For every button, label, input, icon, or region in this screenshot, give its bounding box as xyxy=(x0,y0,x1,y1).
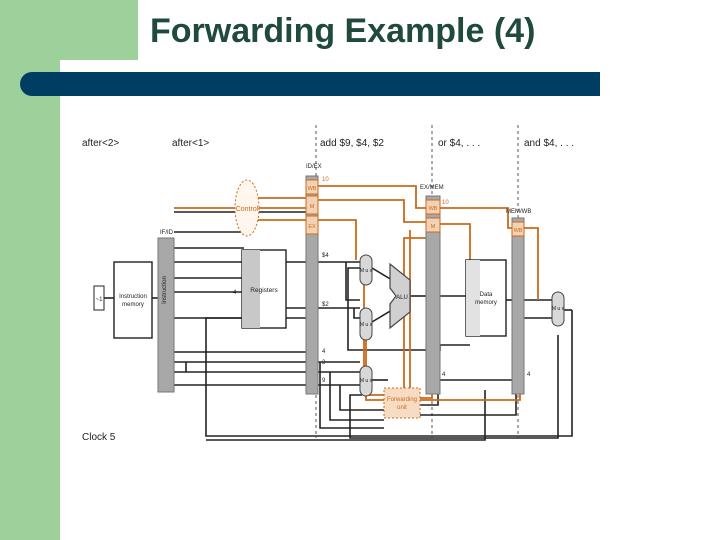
register-file-read-half xyxy=(242,250,260,328)
stage-label-if: after<2> xyxy=(82,138,119,149)
id-ex-wb-label: WB xyxy=(308,186,317,192)
instruction-memory-label-2: memory xyxy=(122,302,144,308)
mux-reg-dst-label: M u x xyxy=(360,378,373,384)
instruction-memory xyxy=(113,261,153,339)
title-divider-bar xyxy=(20,72,600,96)
ex-mem-m-field xyxy=(425,217,441,233)
mux-forward-b xyxy=(359,307,373,341)
ex-mem-wb-label: WB xyxy=(429,206,438,212)
id-ex-control-value: 10 xyxy=(322,177,329,183)
if-id-register-label: IF/ID xyxy=(160,230,174,236)
rs-data-label: $4 xyxy=(322,253,329,259)
mux-forward-a-label: M u x xyxy=(360,268,373,274)
mux-forward-a xyxy=(359,254,373,286)
id-ex-register-label: ID/EX xyxy=(306,164,322,170)
slide-title: Forwarding Example (4) xyxy=(150,12,536,50)
instruction-memory-label-1: Instruction xyxy=(119,294,147,300)
register-file-label: Registers xyxy=(250,287,278,294)
stage-label-ex: add $9, $4, $2 xyxy=(320,138,384,149)
data-memory-label-2: memory xyxy=(475,300,497,306)
ex-mem-dest-label: 4 xyxy=(442,372,446,378)
data-memory-label-1: Data xyxy=(480,292,493,298)
forwarding-unit-label-2: unit xyxy=(397,405,407,411)
mux-write-back-label: M u x xyxy=(552,306,565,312)
mux-write-back xyxy=(551,291,565,327)
data-memory-shade xyxy=(466,260,480,336)
ex-mem-register xyxy=(425,195,441,395)
mem-wb-wb-label: WB xyxy=(514,228,523,234)
stage-label-id: after<1> xyxy=(172,138,209,149)
mux-reg-dst xyxy=(359,365,373,397)
id-ex-m-label: M xyxy=(310,204,315,210)
mem-wb-wb-field xyxy=(511,221,525,237)
ex-mem-m-label: M xyxy=(431,224,436,230)
rs-number-label: 4 xyxy=(322,349,326,355)
id-ex-ex-label: EX xyxy=(308,224,316,230)
title-corner-block xyxy=(60,0,138,60)
alu xyxy=(389,262,411,330)
control-unit xyxy=(234,179,260,237)
mem-wb-register xyxy=(511,217,525,395)
alu-label: ALU xyxy=(396,295,408,301)
clock-cycle-label: Clock 5 xyxy=(82,432,116,443)
forwarding-unit xyxy=(383,387,421,419)
rd-number-label: 9 xyxy=(322,378,326,384)
register-write-number: 4 xyxy=(233,290,237,296)
mem-wb-dest-label: 4 xyxy=(527,372,531,378)
mux-forward-b-label: M u x xyxy=(360,322,373,328)
data-wires xyxy=(104,211,573,441)
pc-value-label: ~1 xyxy=(96,297,104,303)
id-ex-m-field xyxy=(305,195,319,215)
ex-mem-register-label: EX/MEM xyxy=(420,185,444,191)
pc-register xyxy=(93,285,105,311)
rt-data-label: $2 xyxy=(322,302,329,308)
stage-label-mem: or $4, . . . xyxy=(438,138,480,149)
id-ex-ex-field xyxy=(305,215,319,235)
forwarding-unit-label-1: Forwarding xyxy=(387,397,417,403)
rt-number-label: 2 xyxy=(322,360,326,366)
ex-mem-wb-field xyxy=(425,199,441,215)
instruction-field-label: Instruction xyxy=(162,276,168,304)
if-id-register xyxy=(157,237,175,393)
ex-mem-control-value: 10 xyxy=(442,200,449,206)
control-unit-label: Control xyxy=(236,206,259,213)
mem-wb-register-label: MEM/WB xyxy=(506,209,531,215)
id-ex-wb-field xyxy=(305,179,319,195)
stage-label-wb: and $4, . . . xyxy=(524,138,574,149)
